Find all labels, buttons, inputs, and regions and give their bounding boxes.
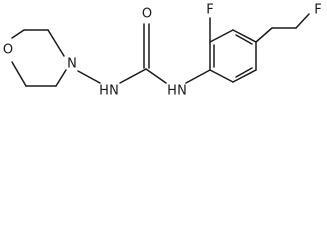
bond — [209, 69, 234, 83]
bond — [232, 69, 257, 83]
bond — [77, 70, 101, 84]
bond — [185, 69, 211, 84]
phenyl-ring — [209, 29, 257, 83]
atom-label-n-ring: N — [67, 57, 77, 72]
atom-label-h-2: H — [167, 84, 177, 99]
molecule-svg: O N H N O H N F F — [3, 3, 322, 99]
bond — [11, 61, 27, 87]
bond — [232, 29, 257, 43]
bond — [235, 34, 253, 45]
fluorine-bonds — [209, 13, 310, 43]
atom-label-o-carbonyl: O — [142, 7, 152, 22]
morpholine-ring — [11, 29, 67, 87]
bond — [55, 69, 67, 87]
bond — [235, 67, 253, 78]
atom-label-n-1: N — [109, 84, 119, 99]
bond — [295, 13, 310, 29]
atom-label-h-1: H — [99, 84, 109, 99]
atom-label-n-2: N — [177, 84, 187, 99]
atom-label-f-ortho: F — [206, 3, 213, 18]
bond — [11, 29, 25, 39]
atom-label-f-para: F — [314, 3, 321, 18]
urea-linker — [77, 23, 211, 84]
atom-label-o-ring: O — [3, 43, 13, 58]
bond — [47, 29, 65, 57]
structure-diagram: O N H N O H N F F — [0, 0, 327, 108]
bond — [209, 29, 234, 43]
bond — [145, 68, 167, 84]
bond — [119, 68, 147, 84]
bond — [255, 27, 273, 43]
